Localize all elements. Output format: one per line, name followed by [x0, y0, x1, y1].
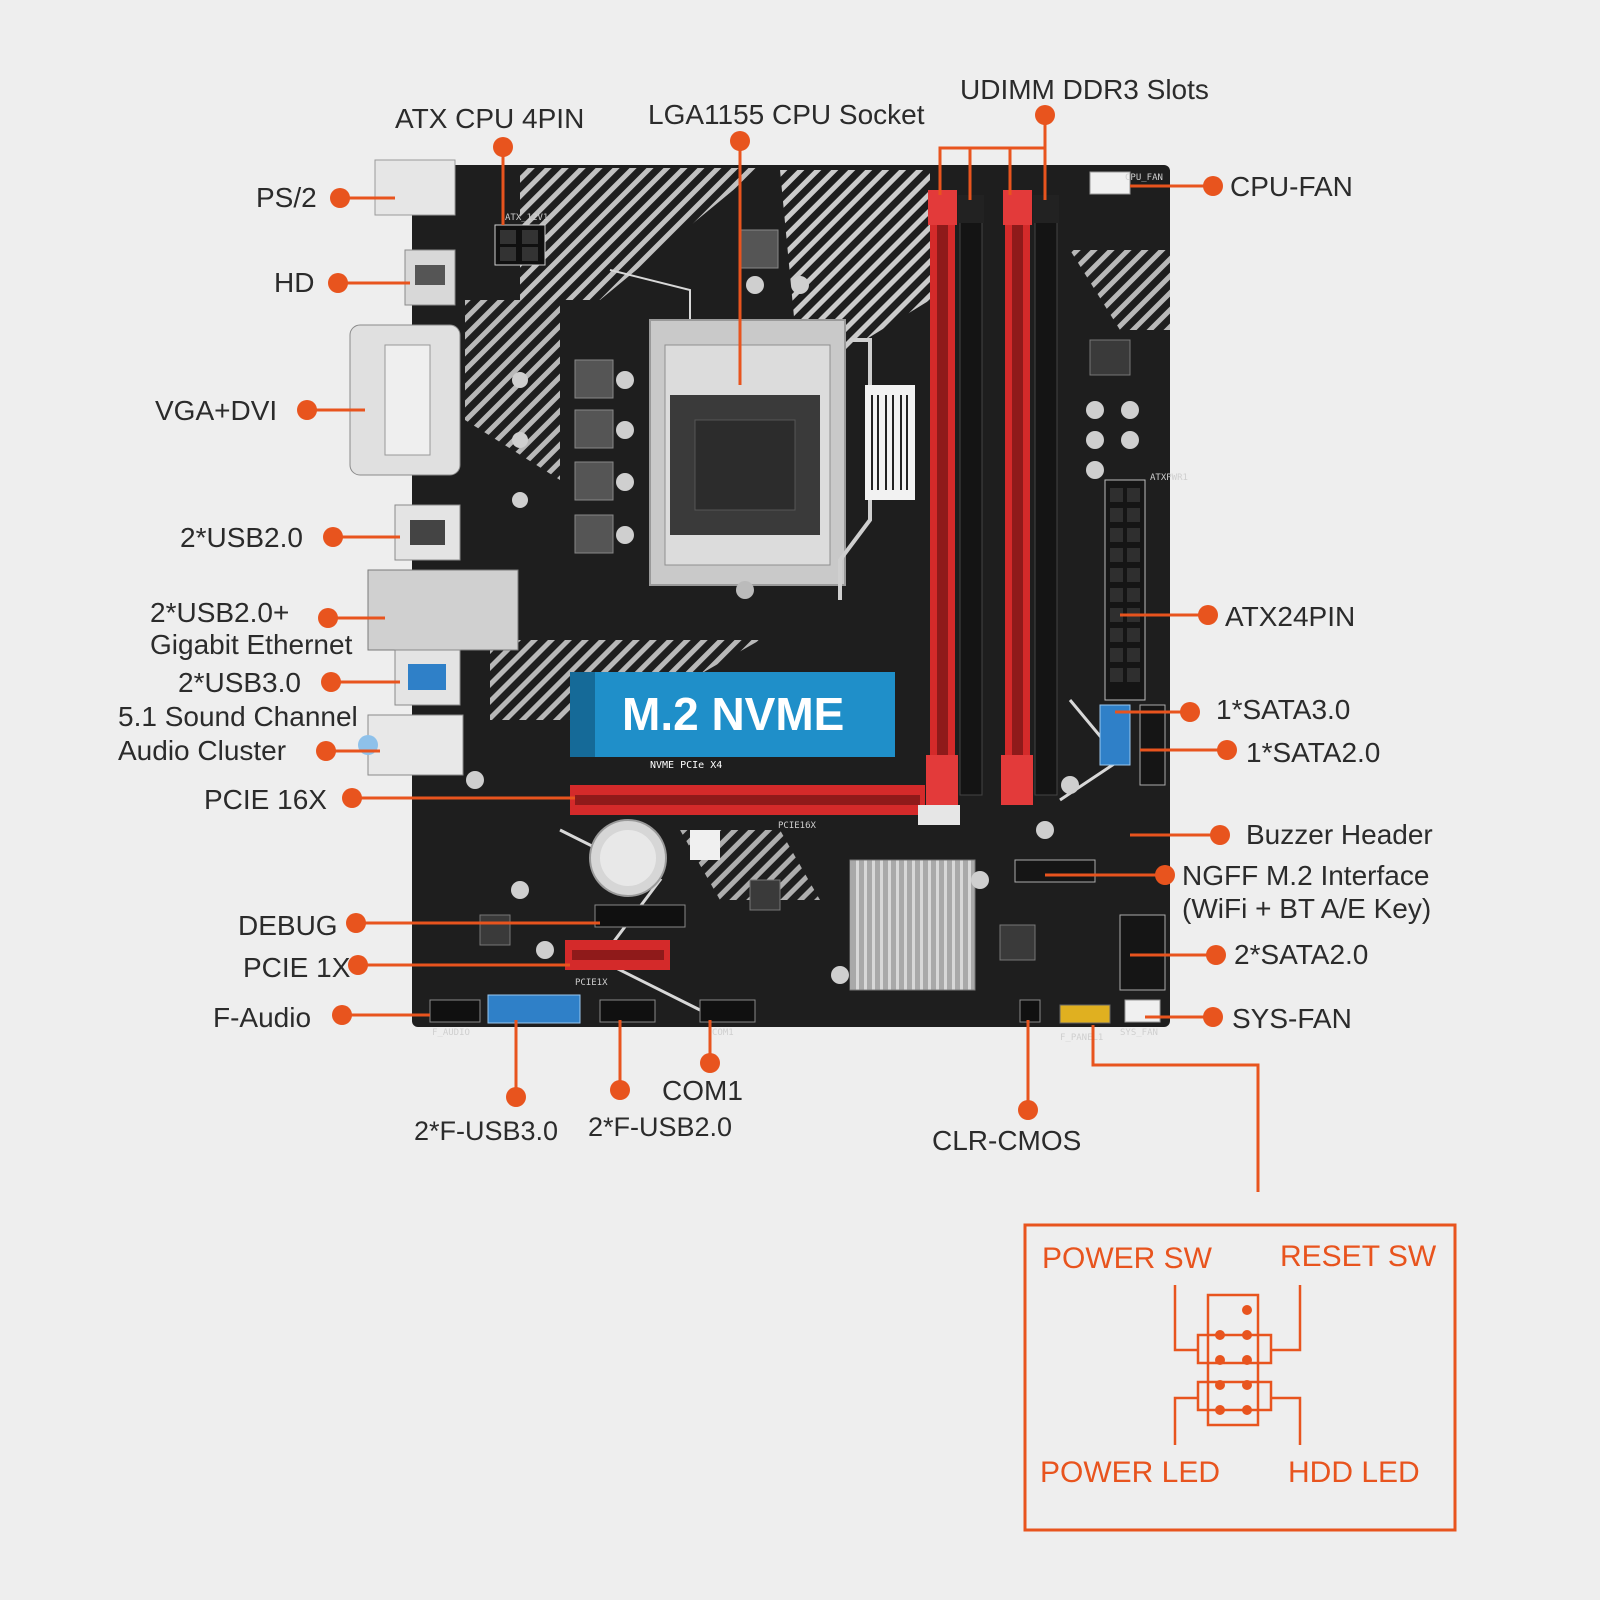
f-usb30-header [487, 994, 581, 1024]
fp-power-led-label: POWER LED [1040, 1456, 1220, 1489]
label-usb20: 2*USB2.0 [180, 522, 303, 553]
label-udimm: UDIMM DDR3 Slots [960, 74, 1209, 105]
label-audio-2: Audio Cluster [118, 735, 286, 766]
cpu-socket [649, 319, 872, 600]
label-sata2: 1*SATA2.0 [1246, 737, 1380, 768]
m2-nvme-slot: M.2 NVME NVME PCIe X4 [570, 672, 895, 771]
pcie16-silk: PCIE16X [778, 821, 817, 831]
label-sata3: 1*SATA3.0 [1216, 694, 1350, 725]
f-audio-silk: F_AUDIO [432, 1028, 470, 1038]
front-panel-pinout-box: POWER SW RESET SW POWER LED HDD LED [1023, 1223, 1457, 1532]
label-pcie1: PCIE 1X [243, 952, 351, 983]
sys-fan-header [1124, 999, 1161, 1023]
fp-pins [1215, 1305, 1252, 1415]
label-atx-cpu-4pin: ATX CPU 4PIN [395, 103, 584, 134]
ngff-slot [1014, 859, 1096, 883]
label-cpu-fan: CPU-FAN [1230, 171, 1353, 202]
label-pcie16: PCIE 16X [204, 784, 327, 815]
atx-24pin-silk: ATXPWR1 [1150, 473, 1188, 483]
stripe-decor-top-left [520, 168, 760, 300]
cpu-fan-silk: CPU_FAN [1125, 173, 1163, 183]
label-lga-socket: LGA1155 CPU Socket [648, 99, 925, 130]
label-audio-1: 5.1 Sound Channel [118, 701, 358, 732]
f-audio-header [429, 999, 481, 1023]
label-atx24: ATX24PIN [1225, 601, 1355, 632]
fp-power-sw-label: POWER SW [1042, 1242, 1213, 1275]
label-clrcmos: CLR-CMOS [932, 1125, 1081, 1156]
ethernet-usb-port [367, 569, 519, 651]
debug-header [594, 904, 686, 928]
stripe-decor-left [465, 300, 560, 480]
qr-code [690, 830, 720, 860]
motherboard-pcb: ATX_12V1 [349, 159, 1188, 1043]
sys-fan-silk: SYS_FAN [1120, 1028, 1158, 1038]
label-ngff-2: (WiFi + BT A/E Key) [1182, 893, 1431, 924]
label-usb20-eth-2: Gigabit Ethernet [150, 629, 353, 660]
label-vga-dvi: VGA+DVI [155, 395, 277, 426]
sata2x2-ports [1119, 914, 1166, 991]
com1-header [699, 999, 756, 1023]
chipset-heatsink [849, 859, 976, 991]
label-buzzer: Buzzer Header [1246, 819, 1433, 850]
fp-pin-header [1173, 1285, 1302, 1445]
m2-nvme-sub: NVME PCIe X4 [650, 760, 722, 771]
sata2-port [1139, 704, 1166, 786]
label-fusb20: 2*F-USB2.0 [588, 1112, 732, 1142]
capacitors [466, 401, 1139, 984]
label-usb20-eth-1: 2*USB2.0+ [150, 597, 289, 628]
label-debug: DEBUG [238, 910, 338, 941]
label-usb30: 2*USB3.0 [178, 667, 301, 698]
pcie1-silk: PCIE1X [575, 978, 608, 988]
ps2-port [374, 159, 456, 216]
label-faudio: F-Audio [213, 1002, 311, 1033]
atx-header-silk: ATX_12V1 [505, 213, 548, 223]
label-sata2x2: 2*SATA2.0 [1234, 939, 1368, 970]
com1-silk: COM1 [712, 1028, 734, 1038]
label-sysfan: SYS-FAN [1232, 1003, 1352, 1034]
sata3-port [1099, 704, 1131, 766]
stripe-decor-right [1070, 250, 1170, 330]
label-hd: HD [274, 267, 314, 298]
label-fusb30: 2*F-USB3.0 [414, 1116, 558, 1146]
m2-nvme-title: M.2 NVME [622, 688, 844, 740]
dimm-slots [926, 190, 1059, 805]
front-panel-header [1059, 1004, 1111, 1024]
ics [479, 339, 1131, 961]
fp-hdd-led-label: HDD LED [1288, 1456, 1420, 1489]
f-usb20-header [599, 999, 656, 1023]
vrm-chokes [512, 229, 809, 554]
label-com1: COM1 [662, 1075, 743, 1106]
label-ps2: PS/2 [256, 182, 317, 213]
front-panel-silk: F_PANEL1 [1060, 1033, 1103, 1043]
cpu-fan-header [1089, 171, 1131, 195]
fp-reset-sw-label: RESET SW [1280, 1240, 1437, 1273]
clr-cmos-jumper [1019, 999, 1041, 1023]
leader-lines [297, 105, 1260, 1192]
usb20-port [394, 504, 461, 561]
audio-jacks [367, 714, 464, 776]
label-ngff-1: NGFF M.2 Interface [1182, 860, 1429, 891]
component-labels: ATX CPU 4PIN LGA1155 CPU Socket UDIMM DD… [118, 74, 1433, 1156]
